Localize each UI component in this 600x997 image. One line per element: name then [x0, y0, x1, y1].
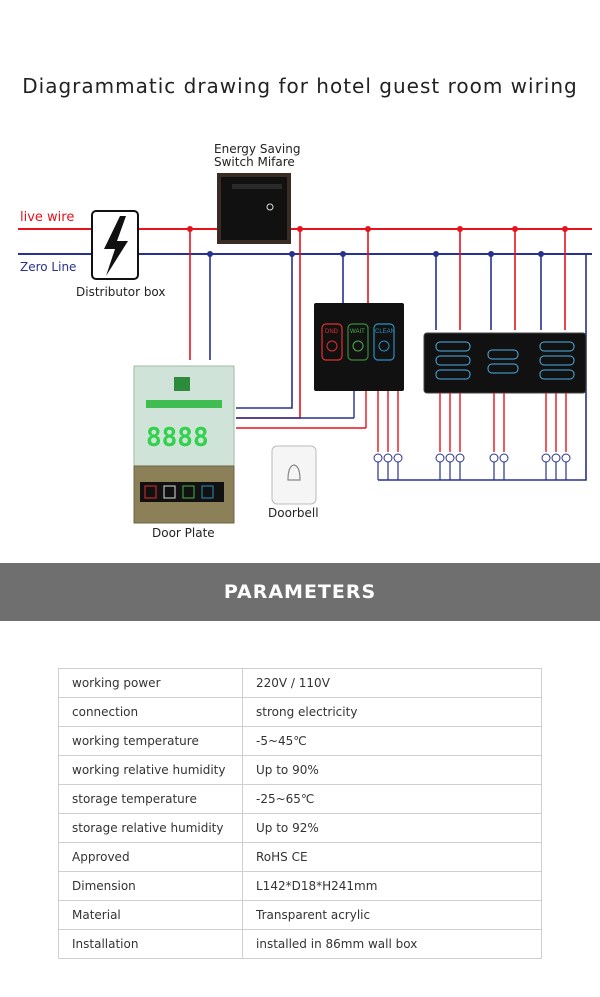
param-name: Approved	[58, 842, 243, 872]
param-value: strong electricity	[242, 697, 542, 727]
zero-line-label: Zero Line	[20, 260, 76, 274]
distributor-label: Distributor box	[76, 285, 166, 299]
wait-button: WAIT	[350, 329, 365, 335]
energy-switch-label-1: Energy Saving	[214, 142, 300, 156]
param-name: Dimension	[58, 871, 243, 901]
clean-button: CLEAN	[375, 329, 395, 335]
doorbell-label: Doorbell	[268, 506, 319, 520]
wiring-diagram: live wire Zero Line Distributor box Ener…	[18, 142, 592, 540]
dnd-button: DND	[325, 329, 339, 335]
param-value: -25~65℃	[242, 784, 542, 814]
page-title: Diagrammatic drawing for hotel guest roo…	[22, 74, 578, 98]
clean-icon	[378, 340, 390, 352]
doorbell	[271, 445, 317, 505]
param-name: connection	[58, 697, 243, 727]
dnd-switch-panel	[314, 303, 404, 391]
param-name: working power	[58, 668, 243, 698]
wait-icon	[352, 340, 364, 352]
param-value: RoHS CE	[242, 842, 542, 872]
param-value: L142*D18*H241mm	[242, 871, 542, 901]
param-value: -5~45℃	[242, 726, 542, 756]
param-name: working temperature	[58, 726, 243, 756]
card-slot	[232, 184, 282, 189]
parameters-banner: PARAMETERS	[0, 563, 600, 621]
dnd-icon	[326, 340, 338, 352]
param-name: Installation	[58, 929, 243, 959]
door-plate-label: Door Plate	[152, 526, 215, 540]
table-row: working temperature-5~45℃	[58, 726, 542, 756]
param-name: working relative humidity	[58, 755, 243, 785]
param-value: Up to 92%	[242, 813, 542, 843]
param-value: installed in 86mm wall box	[242, 929, 542, 959]
param-value: 220V / 110V	[242, 668, 542, 698]
bulb-icon	[266, 203, 274, 211]
live-wire-label: live wire	[20, 210, 74, 225]
energy-switch-label-2: Switch Mifare	[214, 155, 295, 169]
param-name: storage temperature	[58, 784, 243, 814]
room-control-panel	[423, 332, 587, 394]
door-plate-number: 8888	[146, 423, 209, 453]
lightning-icon	[104, 216, 128, 276]
param-name: storage relative humidity	[58, 813, 243, 843]
param-value: Transparent acrylic	[242, 900, 542, 930]
bell-icon	[287, 464, 301, 481]
table-row: storage temperature-25~65℃	[58, 784, 542, 814]
param-name: Material	[58, 900, 243, 930]
param-value: Up to 90%	[242, 755, 542, 785]
lamp-icons	[373, 453, 571, 463]
